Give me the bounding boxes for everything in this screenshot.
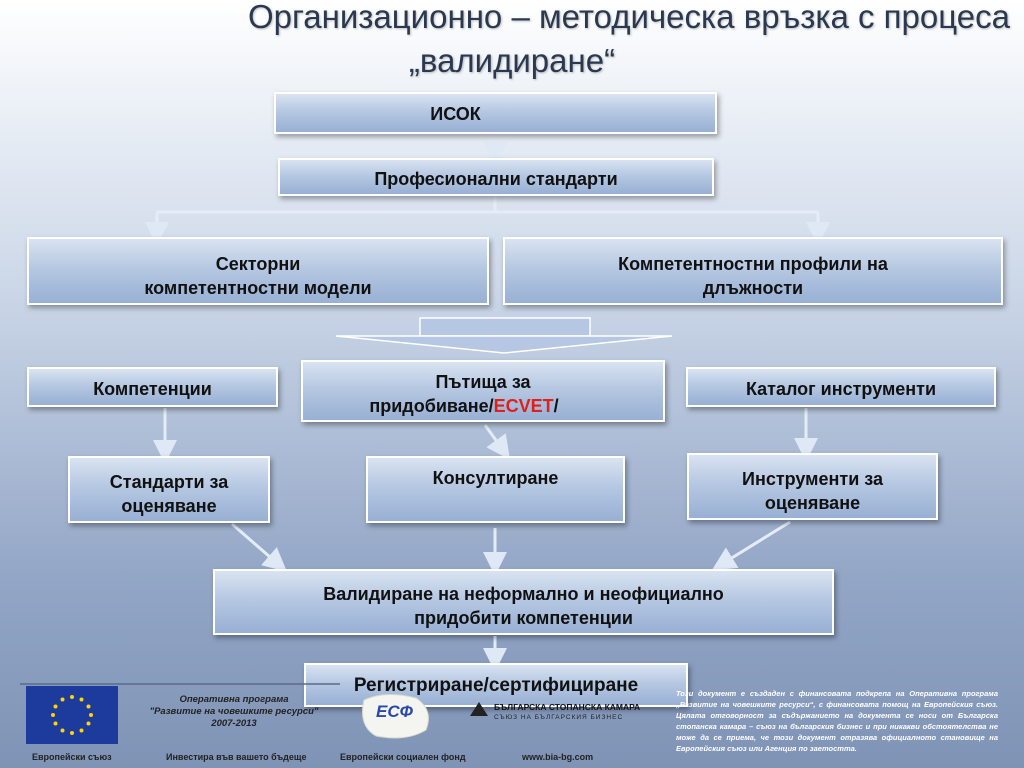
box-consulting: Консултиране <box>366 456 625 523</box>
box-sector-models-line2: компетентностни модели <box>144 278 372 298</box>
box-competencies-label: Компетенции <box>93 379 212 399</box>
op-line1: Оперативна програма <box>179 694 289 705</box>
bia-subtitle: СЪЮЗ НА БЪЛГАРСКИЯ БИЗНЕС <box>494 714 624 721</box>
title-line-1: Организационно – методическа връзка с пр… <box>247 0 1010 35</box>
disclaimer-text: Този документ е създаден с финансовата п… <box>676 689 998 753</box>
op-line2: "Развитие на човешките ресурси" <box>149 706 319 717</box>
title-line-2: „валидиране“ <box>408 42 616 79</box>
bia-url: www.bia-bg.com <box>522 752 594 762</box>
esf-logo-text: ЕСФ <box>376 702 413 721</box>
box-sector-models-line1: Секторни <box>215 254 301 274</box>
box-assessment-tools: Инструменти за оценяване <box>687 453 938 520</box>
box-assessment-tools-line1: Инструменти за <box>742 468 883 489</box>
arrow-standards-validation <box>231 522 288 572</box>
box-competency-profiles-line2: длъжности <box>702 278 804 298</box>
box-isok-label: ИСОК <box>430 104 481 124</box>
arrow-paths-consulting <box>483 424 511 460</box>
eu-flag-icon <box>26 686 118 744</box>
box-acquisition-paths: Пътища за придобиване/ECVET/ <box>301 360 665 422</box>
box-assessment-tools-line2: оценяване <box>764 492 861 513</box>
operational-programme: Оперативна програма "Развитие на човешки… <box>136 694 332 730</box>
box-isok: ИСОК <box>274 92 717 134</box>
box-validation-line1: Валидиране на неформално и неофициално <box>323 583 724 604</box>
box-acquisition-paths-line1: Пътища за <box>435 372 531 392</box>
paths-text-c: / <box>553 396 559 416</box>
footer <box>0 676 1024 768</box>
box-tools-catalog-label: Каталог инструменти <box>745 379 937 399</box>
box-professional-standards: Професионални стандарти <box>278 158 714 196</box>
box-professional-standards-label: Професионални стандарти <box>374 169 618 189</box>
box-competency-profiles: Компетентностни профили на длъжности <box>503 237 1003 305</box>
op-line3: 2007-2013 <box>211 718 257 729</box>
box-sector-models: Секторни компетентностни модели <box>27 237 489 305</box>
paths-text-a: придобиване/ <box>369 396 494 416</box>
esf-label: Европейски социален фонд <box>340 752 466 762</box>
box-assessment-standards-line2: оценяване <box>121 495 217 516</box>
merge-arrow <box>335 317 673 354</box>
bia-emblem-icon <box>470 702 488 716</box>
box-consulting-label: Консултиране <box>432 468 559 488</box>
box-competency-profiles-line1: Компетентностни профили на <box>618 254 888 274</box>
box-assessment-standards-line1: Стандарти за <box>109 471 229 492</box>
box-validation-line2: придобити компетенции <box>414 607 633 628</box>
box-assessment-standards: Стандарти за оценяване <box>68 456 270 523</box>
box-tools-catalog: Каталог инструменти <box>686 367 996 407</box>
box-acquisition-paths-line2: придобиване/ECVET/ <box>369 394 558 418</box>
footer-divider <box>20 683 340 685</box>
arrow-tools-validation <box>711 520 791 571</box>
ecvet-label: ECVET <box>493 396 554 416</box>
eu-label: Европейски съюз <box>32 752 112 762</box>
box-validation: Валидиране на неформално и неофициално п… <box>213 569 834 635</box>
box-registration-label: Регистриране/сертифициране <box>353 675 639 696</box>
esf-logo-icon: ЕСФ <box>356 690 436 742</box>
bia-name: БЪЛГАРСКА СТОПАНСКА КАМАРА <box>494 702 641 712</box>
invest-label: Инвестира във вашето бъдеще <box>166 752 307 762</box>
box-competencies: Компетенции <box>27 367 278 407</box>
box-registration: Регистриране/сертифициране <box>304 663 688 707</box>
